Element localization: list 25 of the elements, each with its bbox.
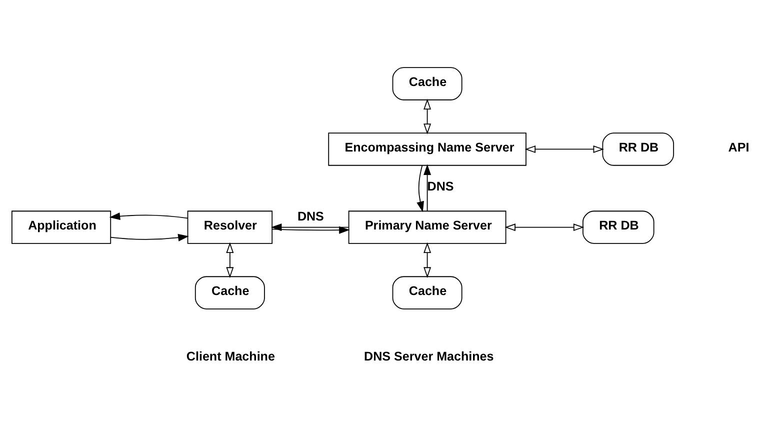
arrow	[424, 98, 432, 134]
label: API	[728, 140, 750, 154]
node-box: Resolver	[187, 210, 273, 244]
arrow	[272, 226, 350, 234]
arrow	[524, 144, 604, 152]
node-box: Primary Name Server	[348, 210, 506, 244]
arrow	[270, 223, 349, 231]
label: Client Machine	[186, 349, 275, 364]
edge-label: DNS	[297, 208, 324, 223]
node-box: Cache	[194, 276, 265, 309]
node-box: RR DB	[602, 132, 674, 166]
edge-label: DNS	[427, 179, 454, 194]
node-box: Cache	[392, 66, 462, 100]
node-box: Application	[11, 210, 112, 244]
node-box: Encompassing Name Server	[328, 132, 526, 166]
arrow	[504, 223, 584, 231]
arrow	[109, 212, 188, 220]
arrow	[424, 164, 432, 211]
arrow	[424, 242, 432, 278]
node-box: RR DB	[582, 210, 654, 244]
node-box: Cache	[392, 276, 462, 309]
arrow	[226, 242, 234, 278]
arrow	[110, 233, 189, 241]
arrow	[416, 164, 424, 212]
label: DNS Server Machines	[364, 349, 494, 364]
